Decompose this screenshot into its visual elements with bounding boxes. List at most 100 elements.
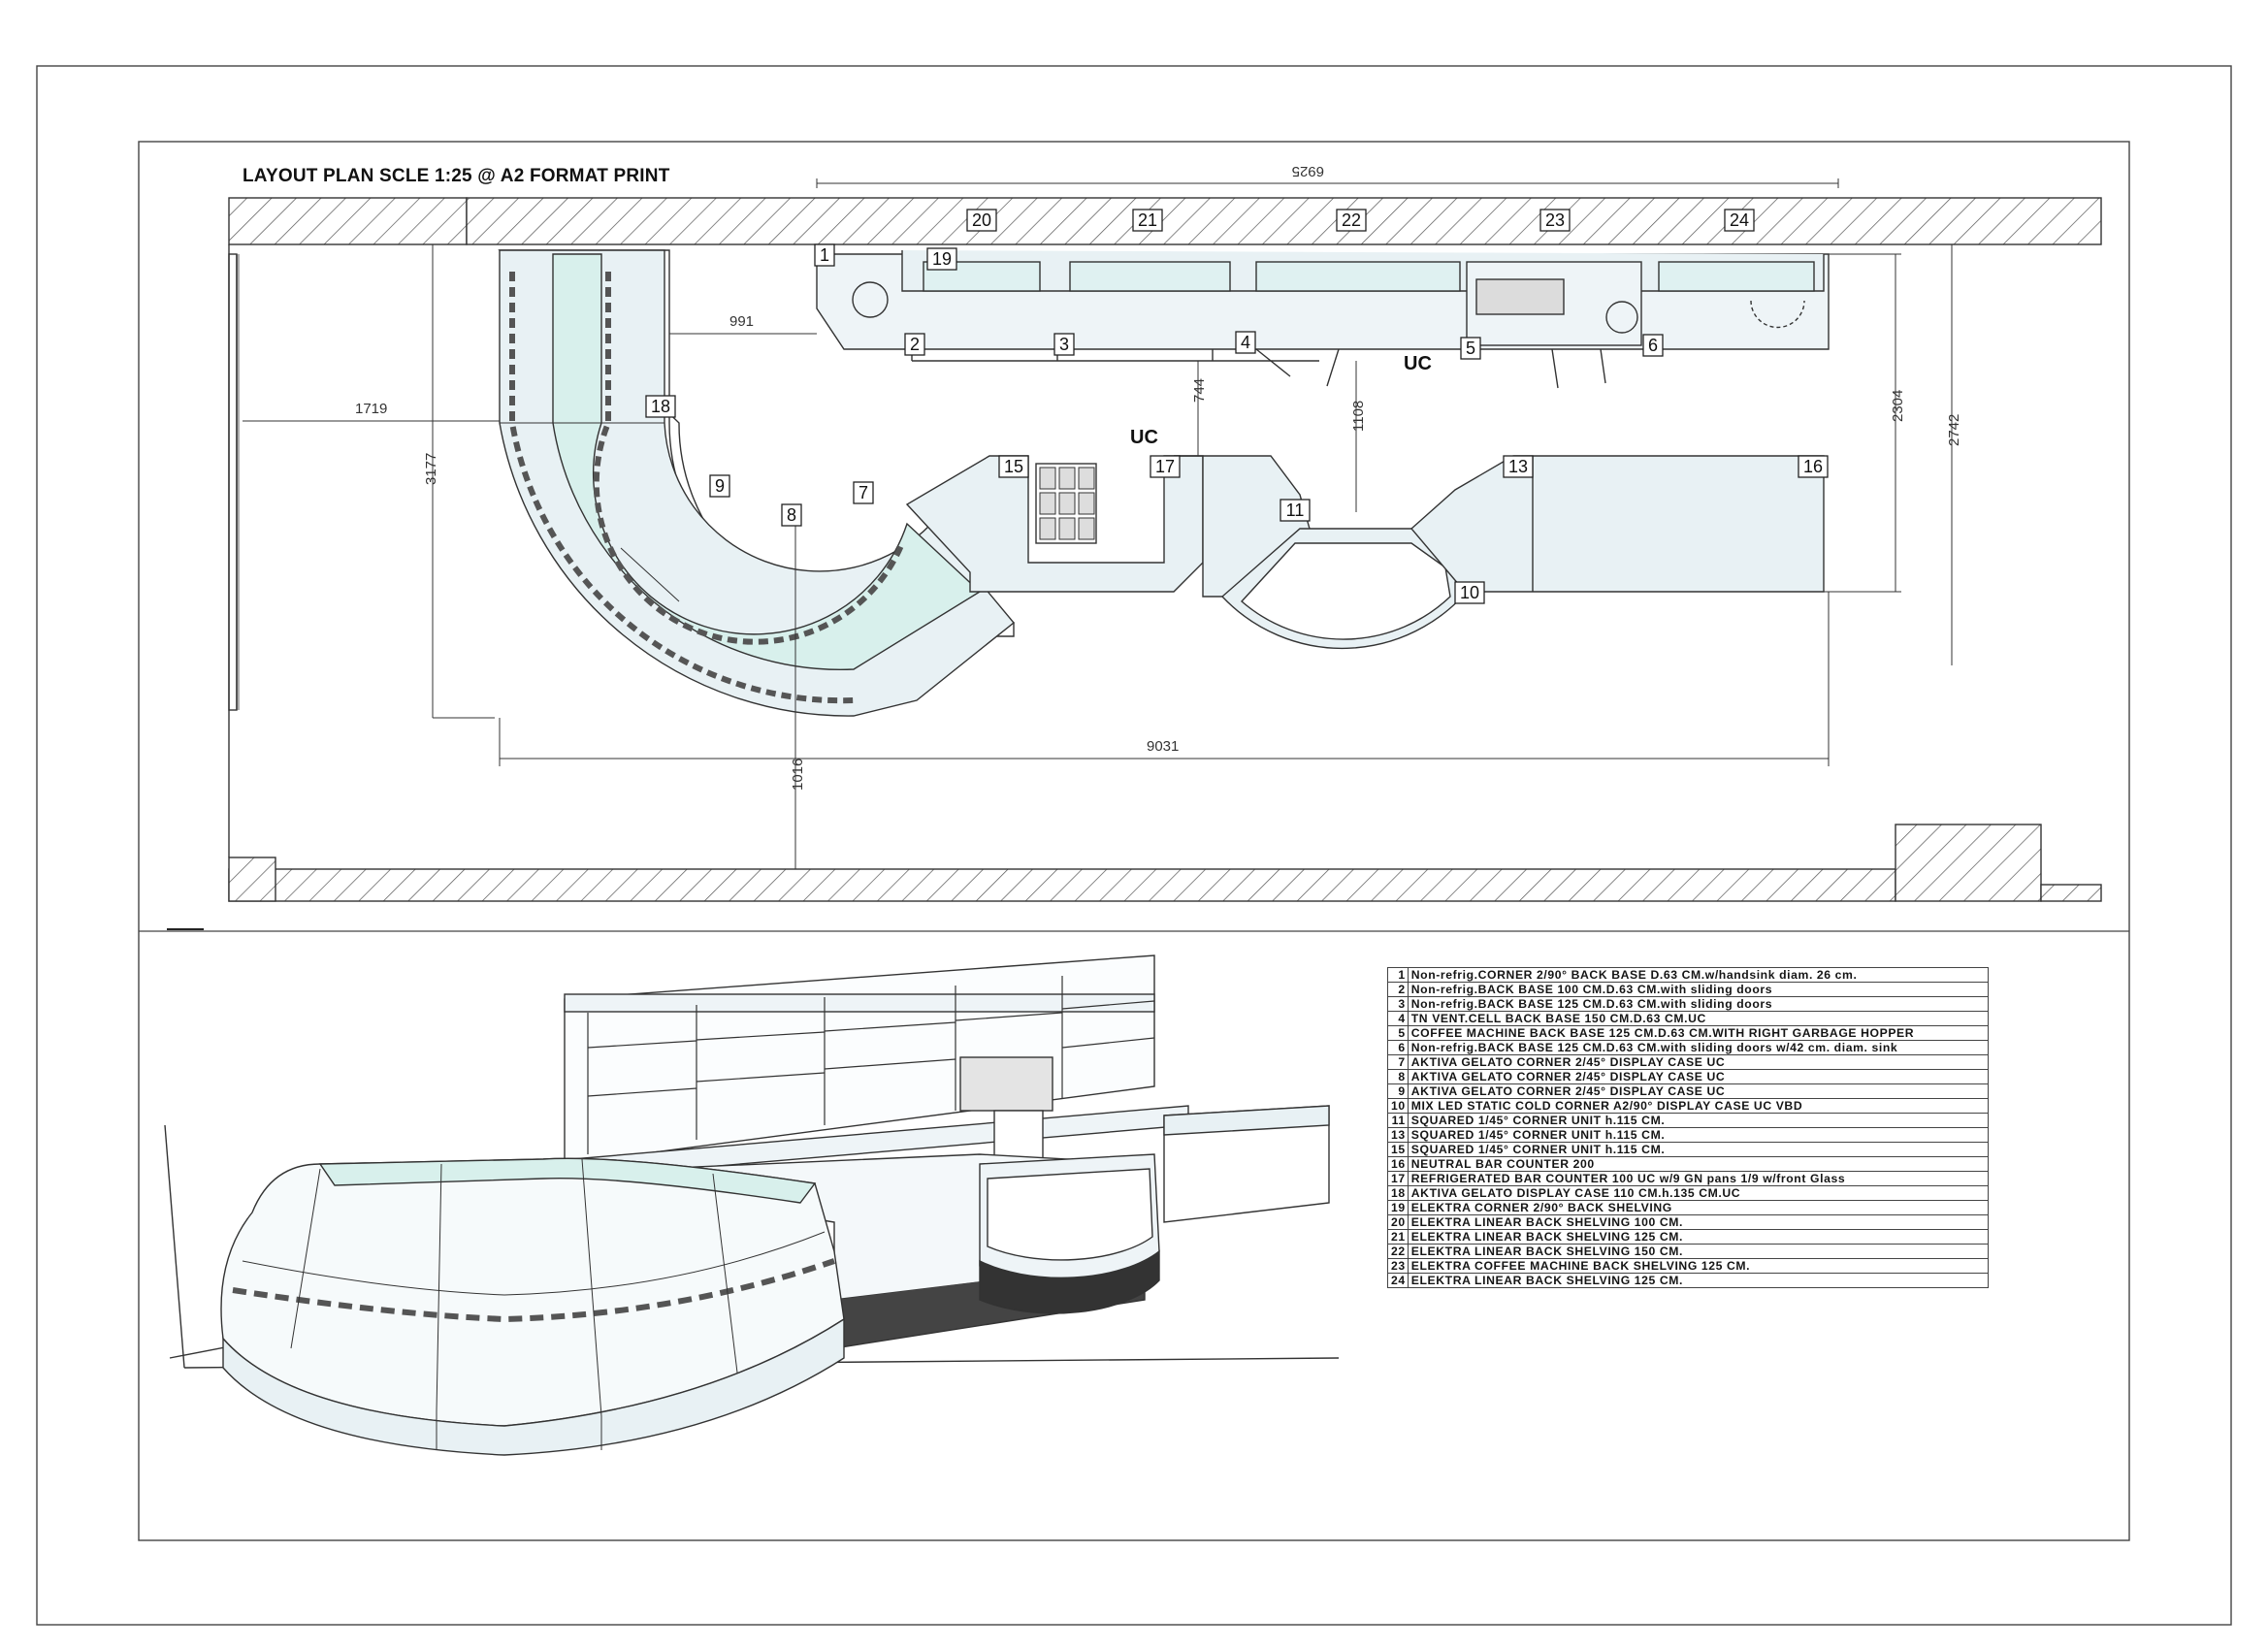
plan-tag-21: 21 (1132, 209, 1163, 232)
legend-description: ELEKTRA LINEAR BACK SHELVING 125 CM. (1407, 1229, 1990, 1245)
legend-description: SQUARED 1/45° CORNER UNIT h.115 CM. (1407, 1142, 1990, 1157)
legend-number: 8 (1387, 1069, 1409, 1084)
plan-tag-2: 2 (904, 333, 925, 356)
plan-tag-17: 17 (1150, 455, 1181, 478)
plan-title: LAYOUT PLAN SCLE 1:25 @ A2 FORMAT PRINT (243, 166, 670, 186)
plan-tag-label: 19 (932, 249, 952, 269)
plan-tag-1: 1 (814, 243, 835, 267)
plan-tag-label: 21 (1138, 210, 1157, 230)
plan-tag-6: 6 (1642, 334, 1664, 357)
legend-number: 24 (1387, 1273, 1409, 1288)
plan-tag-label: 1 (820, 245, 829, 265)
plan-tag-20: 20 (966, 209, 997, 232)
legend-number: 23 (1387, 1258, 1409, 1274)
dim-2742: 2742 (1946, 414, 1962, 446)
dimension-lines (243, 178, 1953, 869)
plan-tag-13: 13 (1503, 455, 1534, 478)
dim-744: 744 (1191, 378, 1208, 403)
dim-2304: 2304 (1890, 390, 1906, 422)
plan-tag-label: 2 (910, 335, 920, 354)
wall-column (1895, 824, 2042, 902)
legend-number: 15 (1387, 1142, 1409, 1157)
plan-tag-label: 20 (972, 210, 991, 230)
wall-bottom (228, 868, 1896, 902)
plan-tag-label: 3 (1059, 335, 1069, 354)
plan-tag-label: 8 (787, 505, 796, 525)
legend-number: 5 (1387, 1025, 1409, 1041)
dim-1108: 1108 (1350, 401, 1367, 432)
legend-number: 17 (1387, 1171, 1409, 1186)
plan-tag-label: 9 (715, 476, 725, 496)
dim-top: 6925 (1292, 163, 1324, 179)
plan-tag-4: 4 (1235, 331, 1256, 354)
wall-top-left (228, 197, 468, 245)
counter-13-16 (1410, 455, 1825, 593)
uc-label-2: UC (1130, 427, 1158, 448)
legend-description: Non-refrig.CORNER 2/90° BACK BASE D.63 C… (1407, 967, 1990, 983)
plan-tag-24: 24 (1724, 209, 1755, 232)
dim-9031: 9031 (1147, 738, 1179, 755)
legend-number: 10 (1387, 1098, 1409, 1114)
legend-description: AKTIVA GELATO CORNER 2/45° DISPLAY CASE … (1407, 1069, 1990, 1084)
plan-tag-7: 7 (853, 481, 874, 504)
legend-description: ELEKTRA LINEAR BACK SHELVING 125 CM. (1407, 1273, 1990, 1288)
grinder (1605, 301, 1638, 334)
legend-description: AKTIVA GELATO CORNER 2/45° DISPLAY CASE … (1407, 1054, 1990, 1070)
legend-description: ELEKTRA LINEAR BACK SHELVING 100 CM. (1407, 1214, 1990, 1230)
plan-tag-15: 15 (998, 455, 1029, 478)
plan-tag-label: 4 (1241, 333, 1250, 352)
plan-tag-label: 17 (1155, 457, 1175, 476)
legend-number: 11 (1387, 1113, 1409, 1128)
plan-tag-label: 13 (1508, 457, 1528, 476)
legend-description: Non-refrig.BACK BASE 100 CM.D.63 CM.with… (1407, 982, 1990, 997)
plan-tag-label: 10 (1460, 583, 1479, 602)
plan-tag-22: 22 (1336, 209, 1367, 232)
plan-tag-3: 3 (1053, 333, 1075, 356)
plan-tag-label: 7 (859, 483, 868, 502)
legend-number: 19 (1387, 1200, 1409, 1215)
plan-tag-10: 10 (1454, 581, 1485, 604)
handsink (852, 281, 889, 318)
legend-description: ELEKTRA LINEAR BACK SHELVING 150 CM. (1407, 1244, 1990, 1259)
legend-number: 22 (1387, 1244, 1409, 1259)
legend-number: 9 (1387, 1083, 1409, 1099)
legend-description: REFRIGERATED BAR COUNTER 100 UC w/9 GN p… (1407, 1171, 1990, 1186)
plan-tag-label: 23 (1545, 210, 1565, 230)
legend-number: 20 (1387, 1214, 1409, 1230)
plan-tag-19: 19 (926, 247, 957, 271)
plan-tag-label: 11 (1286, 501, 1305, 520)
legend-number: 6 (1387, 1040, 1409, 1055)
legend-number: 4 (1387, 1011, 1409, 1026)
plan-tag-label: 24 (1730, 210, 1749, 230)
plan-tag-label: 22 (1342, 210, 1361, 230)
legend-number: 18 (1387, 1185, 1409, 1201)
legend-description: AKTIVA GELATO CORNER 2/45° DISPLAY CASE … (1407, 1083, 1990, 1099)
legend-description: ELEKTRA COFFEE MACHINE BACK SHELVING 125… (1407, 1258, 1990, 1274)
legend-number: 3 (1387, 996, 1409, 1012)
coffee-machine (1475, 278, 1565, 315)
plan-tag-23: 23 (1539, 209, 1571, 232)
legend-number: 1 (1387, 967, 1409, 983)
plan-tag-16: 16 (1798, 455, 1829, 478)
dim-1719: 1719 (355, 401, 387, 417)
plan-tag-label: 15 (1004, 457, 1023, 476)
legend-number: 21 (1387, 1229, 1409, 1245)
legend-number: 7 (1387, 1054, 1409, 1070)
legend-description: TN VENT.CELL BACK BASE 150 CM.D.63 CM.UC (1407, 1011, 1990, 1026)
